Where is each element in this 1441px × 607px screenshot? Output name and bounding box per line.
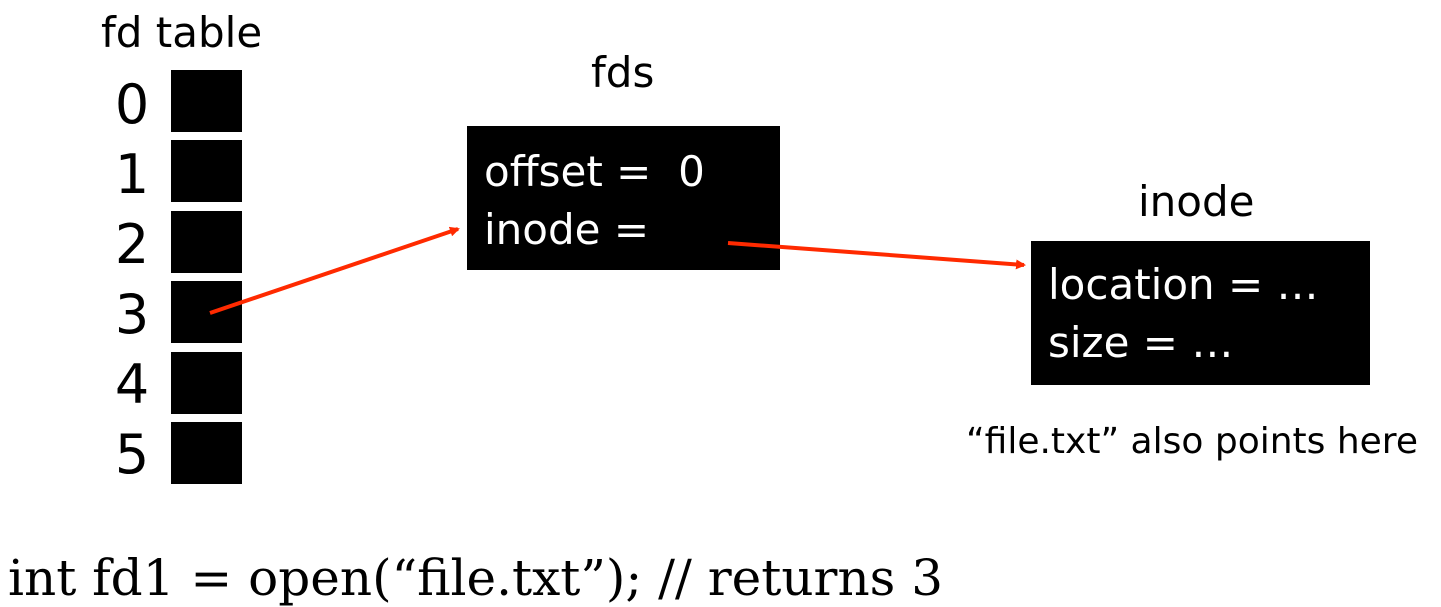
inode-title: inode: [1138, 177, 1255, 226]
fd-cell-3: [171, 281, 242, 343]
fd-index-2: 2: [114, 213, 150, 276]
inode-box: location = … size = …: [1031, 241, 1370, 385]
inode-location-line: location = …: [1048, 260, 1319, 309]
fd-cell-1: [171, 140, 242, 202]
fd-index-1: 1: [114, 143, 150, 206]
fds-title: fds: [591, 48, 655, 97]
fd-index-5: 5: [114, 423, 150, 486]
fd-index-4: 4: [114, 353, 150, 416]
arrow-fd3-to-fds-icon: [209, 226, 460, 315]
fd-index-3: 3: [114, 283, 150, 346]
inode-note: “file.txt” also points here: [966, 421, 1418, 462]
fd-table-title: fd table: [101, 8, 263, 57]
fd-index-0: 0: [114, 73, 150, 136]
fd-cell-4: [171, 352, 242, 414]
arrow-fds-to-inode-icon: [727, 241, 1026, 270]
fd-cell-5: [171, 422, 242, 484]
fds-offset-line: offset = 0: [484, 147, 705, 196]
inode-size-line: size = …: [1048, 318, 1234, 367]
fd-cell-0: [171, 70, 242, 132]
fds-inode-line: inode =: [484, 205, 650, 254]
fds-box: offset = 0 inode =: [467, 126, 780, 270]
code-line: int fd1 = open(“file.txt”); // returns 3: [8, 549, 944, 607]
fd-cell-2: [171, 211, 242, 273]
